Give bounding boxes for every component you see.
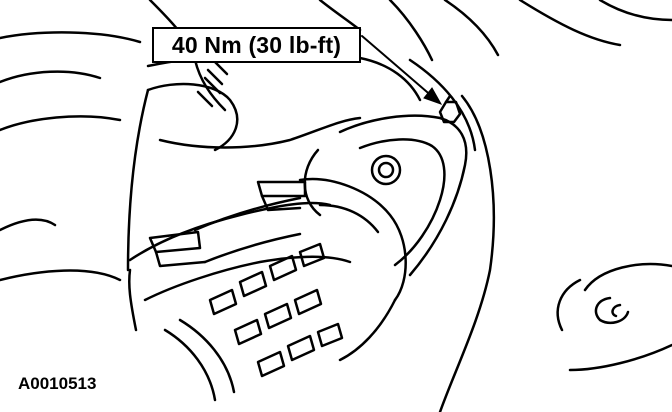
catalytic-converter	[128, 177, 407, 362]
heat-shield	[146, 52, 422, 152]
flange-nut	[438, 94, 462, 124]
figure-id-label: A0010513	[18, 374, 97, 393]
callout-leader	[361, 35, 443, 105]
torque-callout: 40 Nm (30 lb-ft)	[152, 27, 361, 63]
converter-flange	[303, 114, 468, 277]
converter-slots	[163, 242, 344, 402]
torque-spec-label: 40 Nm (30 lb-ft)	[171, 31, 342, 58]
right-contour	[556, 262, 672, 372]
mounting-bracket	[148, 180, 307, 268]
